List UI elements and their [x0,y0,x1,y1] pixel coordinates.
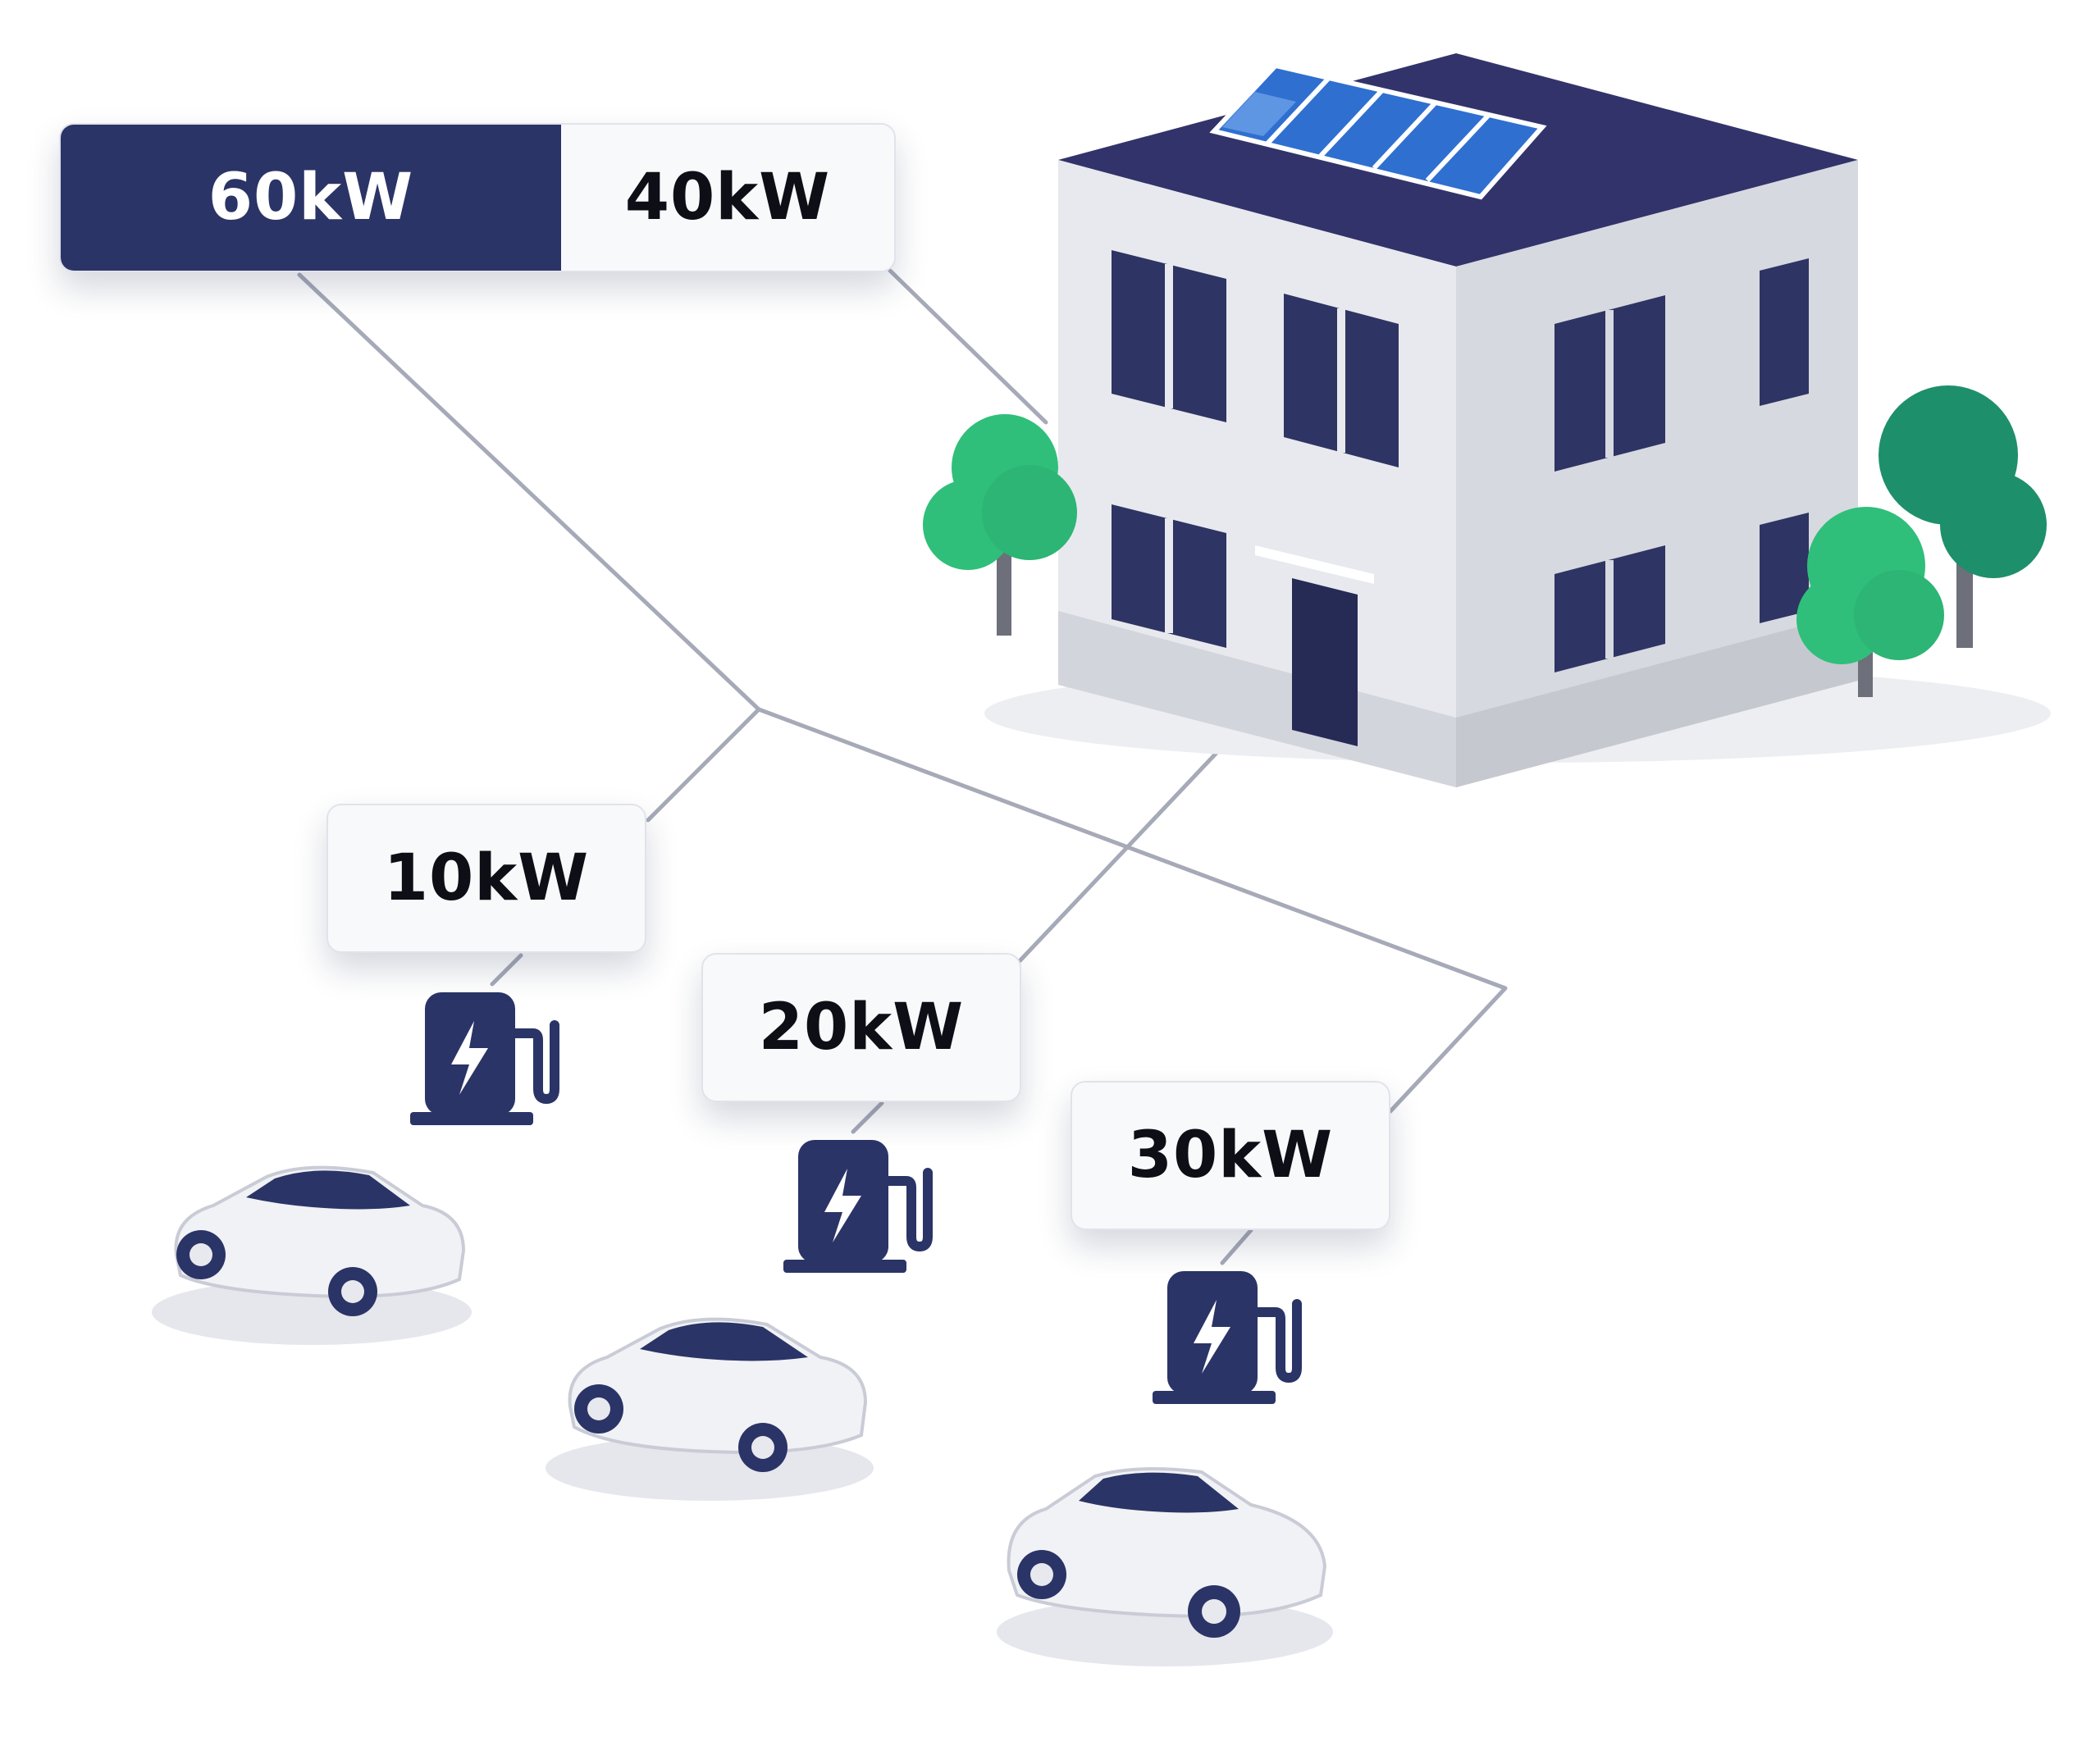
branch-line-10kw [646,707,761,823]
charger-label-2: 20kW [701,953,1021,1102]
tree-icon [1796,385,2047,697]
power-source-split-label: 60kW 40kW [59,123,896,272]
car-icon [152,1165,472,1345]
stub-30kw [1220,1228,1253,1265]
main-feed-line [297,272,1508,1114]
ev-charger-icon [783,1140,933,1273]
charger-power-value: 10kW [383,841,590,915]
charger-label-3: 30kW [1071,1081,1390,1230]
stub-10kw [490,953,523,987]
charger-power-value: 30kW [1127,1119,1334,1192]
car-icon [546,1317,874,1501]
charger-label-1: 10kW [326,804,646,953]
branch-line-20kw [1015,736,1233,966]
building-line-40kw [888,268,1048,425]
charger-power-value: 20kW [758,991,965,1064]
grid-power-segment: 60kW [61,125,561,271]
building-power-segment: 40kW [561,125,894,271]
building-icon [984,53,2051,787]
building-power-value: 40kW [624,161,831,235]
solar-panel-icon [1209,62,1547,200]
grid-power-value: 60kW [208,161,414,235]
connection-lines [297,268,1508,1265]
stub-20kw [851,1101,884,1134]
ev-charger-icon [1153,1271,1302,1404]
car-icon [997,1467,1333,1666]
ev-charger-icon [410,992,559,1125]
tree-icon [923,414,1077,636]
